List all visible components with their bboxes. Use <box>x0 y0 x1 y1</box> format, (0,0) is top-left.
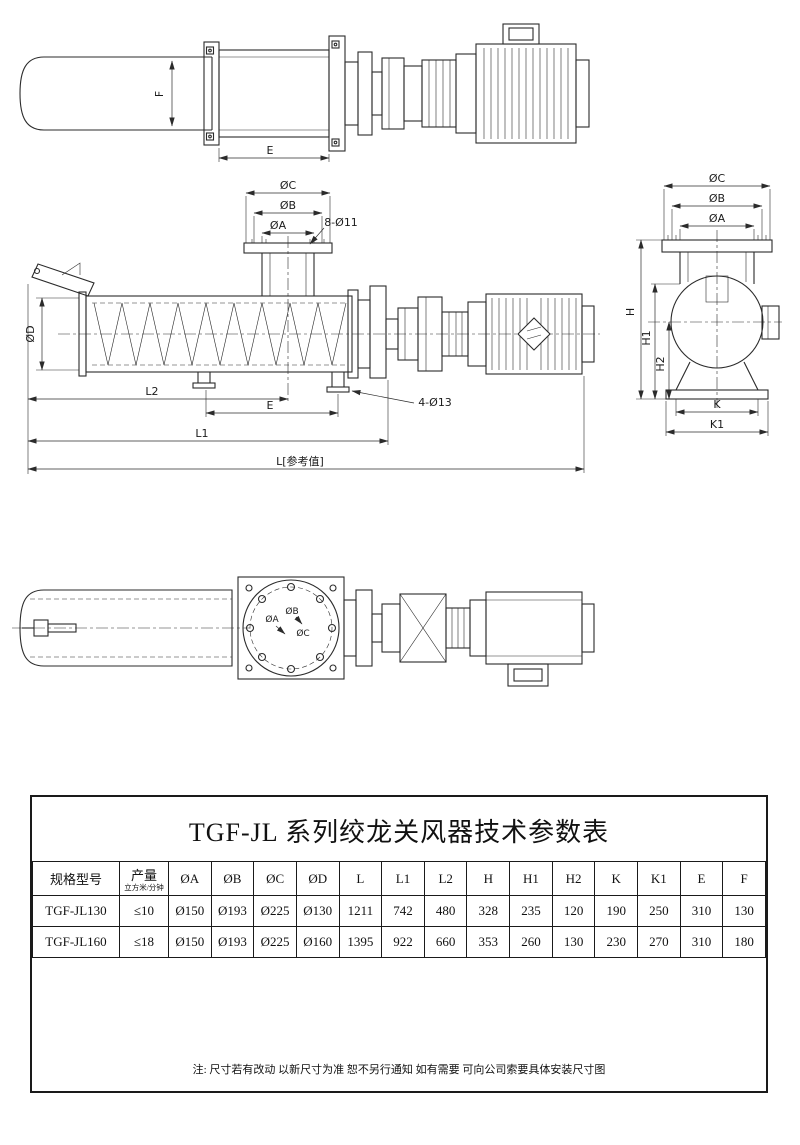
cell-value: 250 <box>637 895 681 927</box>
table-row-tgf-jl160: TGF-JL160 ≤18 Ø150 Ø193 Ø225 Ø160 1395 9… <box>32 926 766 958</box>
dim-label-k1: K1 <box>710 418 724 431</box>
cell-model: TGF-JL130 <box>32 895 120 927</box>
col-header-h2: H2 <box>551 861 596 896</box>
dim-label-l2: L2 <box>145 385 158 398</box>
dim-label-l1: L1 <box>195 427 208 440</box>
spec-table-frame: TGF-JL 系列绞龙关风器技术参数表 规格型号 产量 立方米/分钟 ØA ØB… <box>30 795 768 1093</box>
screw-spiral <box>93 302 347 366</box>
cell-value: 328 <box>466 895 511 927</box>
cell-value: Ø193 <box>210 926 255 958</box>
footnote: 注: 尺寸若有改动 以新尺寸为准 恕不另行通知 如有需要 可向公司索要具体安装尺… <box>192 1064 606 1076</box>
table-title: TGF-JL 系列绞龙关风器技术参数表 <box>188 818 610 847</box>
bottom-view: ØA ØB ØC <box>12 576 595 687</box>
cell-value: Ø193 <box>210 895 255 927</box>
cell-output: ≤18 <box>119 926 169 958</box>
cell-value: 260 <box>509 926 553 958</box>
cell-value: Ø160 <box>295 926 340 958</box>
cell-value: 480 <box>423 895 468 927</box>
dim-label-oc-bottom: ØC <box>296 628 309 639</box>
col-header-h: H <box>466 861 511 896</box>
dim-label-h2: H2 <box>654 356 667 371</box>
cell-value: 120 <box>551 895 596 927</box>
col-header-od: ØD <box>295 861 340 896</box>
cell-value: 1395 <box>338 926 383 958</box>
col-header-l: L <box>338 861 383 896</box>
cell-value: 130 <box>551 926 596 958</box>
col-header-output-label: 产量 <box>130 867 157 883</box>
dim-label-f-top: F <box>153 91 166 97</box>
dim-label-oa-bottom: ØA <box>265 614 279 625</box>
table-row-tgf-jl130: TGF-JL130 ≤10 Ø150 Ø193 Ø225 Ø130 1211 7… <box>32 895 766 927</box>
col-header-h1: H1 <box>509 861 553 896</box>
dim-label-od: ØD <box>24 325 37 342</box>
dim-label-oa-front: ØA <box>270 219 287 232</box>
dim-label-h: H <box>624 308 637 316</box>
col-header-model: 规格型号 <box>32 861 120 896</box>
cell-value: 310 <box>679 926 724 958</box>
cell-value: 270 <box>637 926 681 958</box>
front-view: ØC ØB ØA 8-Ø11 ØD <box>24 179 600 474</box>
col-header-output: 产量 立方米/分钟 <box>119 861 169 896</box>
col-header-f: F <box>722 861 766 896</box>
dim-label-ob-side: ØB <box>709 192 725 205</box>
dim-label-oc-side: ØC <box>709 172 726 185</box>
cell-value: 235 <box>509 895 553 927</box>
cell-value: 922 <box>381 926 425 958</box>
cell-output: ≤10 <box>119 895 169 927</box>
dim-label-oc-front: ØC <box>280 179 297 192</box>
inlet-chute-flap <box>31 263 95 297</box>
dim-label-l-ref: L[参考值] <box>276 454 324 468</box>
col-header-l1: L1 <box>381 861 425 896</box>
cell-value: 742 <box>381 895 425 927</box>
col-header-k: K <box>594 861 639 896</box>
cell-value: 230 <box>594 926 639 958</box>
cell-value: 190 <box>594 895 639 927</box>
cell-model: TGF-JL160 <box>32 926 120 958</box>
motor-bottom-view <box>485 591 583 665</box>
col-header-output-unit: 立方米/分钟 <box>124 882 164 892</box>
bolt-callout-8-d11: 8-Ø11 <box>324 216 358 229</box>
dim-label-ob-bottom: ØB <box>285 606 298 617</box>
technical-drawing: F E <box>12 23 782 687</box>
cell-value: Ø225 <box>253 926 297 958</box>
dim-label-h1: H1 <box>640 330 653 345</box>
col-header-k1: K1 <box>637 861 681 896</box>
side-view: ØC ØB ØA H H1 H2 K K1 <box>624 172 782 436</box>
dim-label-ob-front: ØB <box>280 199 296 212</box>
terminal-box-bottom-view <box>507 663 549 687</box>
motor-brand-logo <box>517 317 551 351</box>
table-header-row: 规格型号 产量 立方米/分钟 ØA ØB ØC ØD L L1 L2 H H1 … <box>32 861 766 896</box>
cell-value: 353 <box>466 926 511 958</box>
col-header-l2: L2 <box>423 861 468 896</box>
cell-value: 660 <box>423 926 468 958</box>
cell-value: Ø150 <box>168 895 212 927</box>
spec-table: 规格型号 产量 立方米/分钟 ØA ØB ØC ØD L L1 L2 H H1 … <box>32 861 766 958</box>
col-header-oa: ØA <box>168 861 212 896</box>
dim-label-oa-side: ØA <box>709 212 726 225</box>
col-header-e: E <box>679 861 724 896</box>
col-header-ob: ØB <box>210 861 255 896</box>
cell-value: 180 <box>722 926 766 958</box>
dim-label-k: K <box>713 398 721 411</box>
cell-value: 1211 <box>338 895 383 927</box>
cell-value: Ø225 <box>253 895 297 927</box>
col-header-oc: ØC <box>253 861 297 896</box>
dim-label-e-top: E <box>267 144 274 157</box>
cell-value: Ø130 <box>295 895 340 927</box>
bolt-callout-4-d13: 4-Ø13 <box>418 396 452 409</box>
cell-value: Ø150 <box>168 926 212 958</box>
top-view: F E <box>19 23 590 162</box>
terminal-box-top-view <box>502 23 540 45</box>
dim-label-e-front: E <box>267 399 274 412</box>
cell-value: 130 <box>722 895 766 927</box>
cell-value: 310 <box>679 895 724 927</box>
